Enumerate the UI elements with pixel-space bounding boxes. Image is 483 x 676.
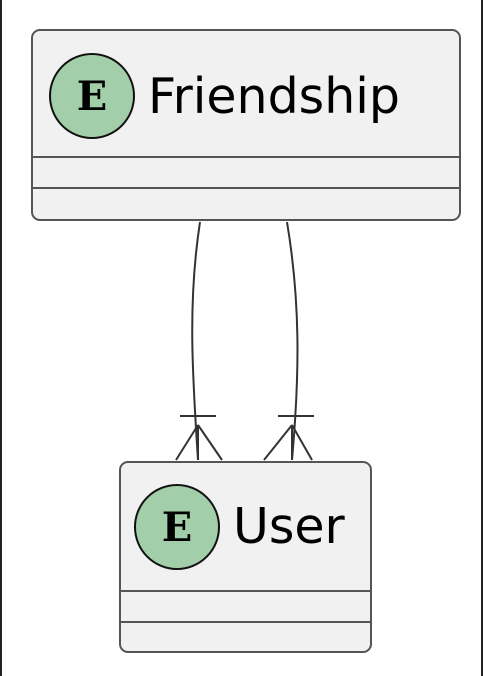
relation-line	[286, 221, 299, 461]
relation-line	[191, 221, 201, 461]
entity-badge-icon	[134, 484, 220, 570]
relation-friendship-user-1	[175, 221, 223, 461]
entity-badge-letter: E	[162, 504, 193, 551]
entity-user[interactable]: E User	[119, 461, 372, 653]
entity-name: Friendship	[148, 68, 400, 125]
one-or-many-crowfoot-marker	[175, 415, 223, 461]
relation-friendship-user-2	[263, 221, 314, 461]
entity-badge-letter: E	[77, 73, 108, 120]
entity-badge-icon	[49, 53, 135, 139]
entity-friendship[interactable]: E Friendship	[31, 29, 461, 221]
entity-name: User	[233, 498, 346, 555]
one-or-many-crowfoot-marker	[263, 415, 314, 461]
entity-box	[31, 29, 461, 221]
